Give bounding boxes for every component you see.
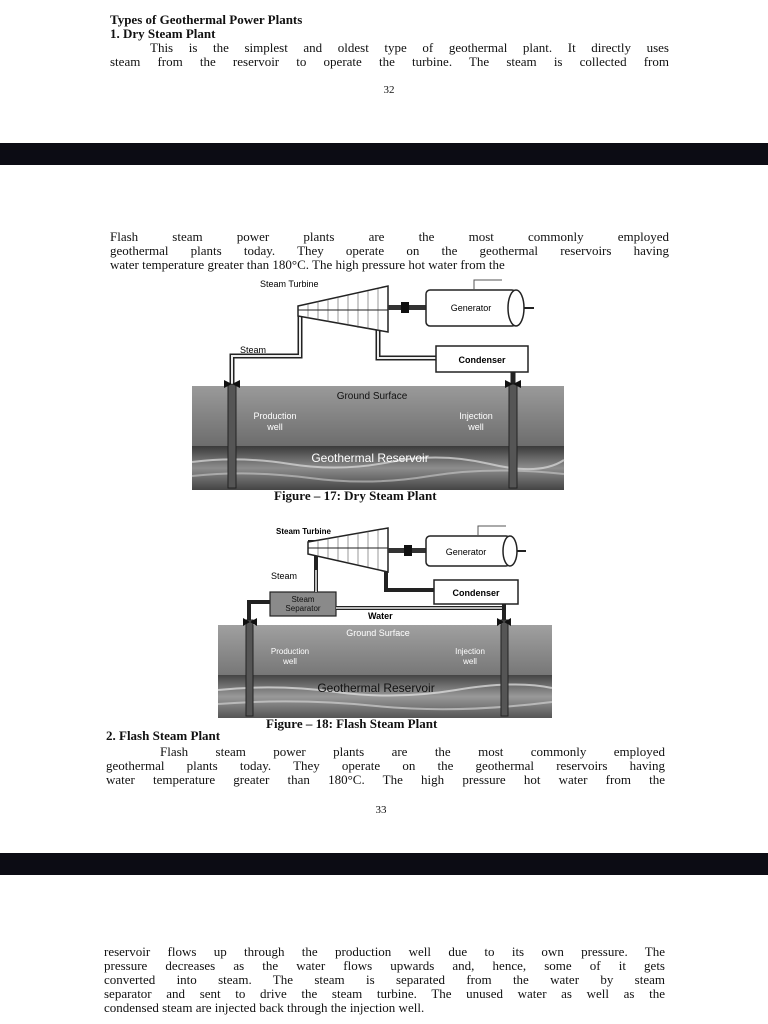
condenser-label: Condenser [452,588,500,598]
page-separator [0,143,768,165]
ground-layer [192,386,564,446]
page-separator [0,853,768,875]
steam-label: Steam [271,571,297,581]
paragraph-line: separator and sent to drive the steam tu… [104,986,665,1001]
paragraph-line: water temperature greater than 180°C. Th… [110,257,505,272]
section-title: Types of Geothermal Power Plants [110,12,303,27]
steam-turbine-label: Steam Turbine [276,527,332,536]
steam-turbine-label: Steam Turbine [260,279,319,289]
paragraph-line: pressure decreases as the water flows up… [104,958,665,973]
valve-icon [224,380,240,388]
paragraph-line: water temperature greater than 180°C. Th… [106,772,665,787]
paragraph-line: Flash steam power plants are the most co… [110,229,669,244]
injection-well-label: Injection [455,647,485,656]
page-number: 32 [383,84,395,96]
ground-surface-label: Ground Surface [346,628,410,638]
figure-17-caption: Figure – 17: Dry Steam Plant [274,488,437,503]
production-well-label: Production [271,647,309,656]
steam-label: Steam [240,345,266,355]
valve-icon [243,618,257,626]
production-well-label: Production [253,411,296,421]
production-well-label: well [266,422,283,432]
exhaust-pipe [384,572,434,592]
paragraph-line: converted into steam. The steam is separ… [104,972,665,987]
production-well-pipe [245,619,254,717]
reservoir-label: Geothermal Reservoir [311,451,428,465]
figure-flash-steam-plant: Steam Turbine Generator Steam Steam Sepa… [217,525,553,718]
reservoir-layer [192,446,564,490]
subsection-title-dry-steam: 1. Dry Steam Plant [110,26,216,41]
injection-well-label: well [462,657,477,666]
water-pipe [336,606,506,620]
figure-18-caption: Figure – 18: Flash Steam Plant [266,716,438,731]
water-label: Water [368,611,393,621]
valve-icon [505,380,521,388]
injection-well-pipe [508,383,518,489]
paragraph-line: condensed steam are injected back throug… [104,1000,425,1015]
steam-separator-label: Steam [291,595,314,604]
paragraph-line: geothermal plants today. They operate on… [106,758,665,773]
figure-dry-steam-plant: Steam Turbine Generator Steam Condenser … [191,279,565,490]
injection-well-label: Injection [459,411,493,421]
ground-layer [218,625,552,675]
injection-well-pipe [500,619,509,717]
pipe [247,600,270,620]
paragraph-line: geothermal plants today. They operate on… [110,243,669,258]
steam-separator-label: Separator [285,604,320,613]
generator-label: Generator [451,303,492,313]
production-well-pipe [227,383,237,489]
steam-turbine [297,285,389,333]
paragraph-line: This is the simplest and oldest type of … [150,40,669,55]
condenser-label: Condenser [458,355,506,365]
condenser [435,345,529,373]
ground-surface-label: Ground Surface [337,391,408,402]
paragraph-line: Flash steam power plants are the most co… [160,744,665,759]
paragraph-line: steam from the reservoir to operate the … [110,54,669,69]
production-well-label: well [282,657,297,666]
subsection-title-flash-steam: 2. Flash Steam Plant [106,728,221,743]
condenser [433,579,519,605]
generator-label: Generator [446,547,487,557]
reservoir-label: Geothermal Reservoir [317,681,434,695]
injection-well-label: well [467,422,484,432]
page-number: 33 [375,804,387,816]
exhaust-pipe [377,324,436,359]
steam-pipe [231,314,301,384]
valve-icon [497,618,511,626]
paragraph-line: reservoir flows up through the productio… [104,944,665,959]
